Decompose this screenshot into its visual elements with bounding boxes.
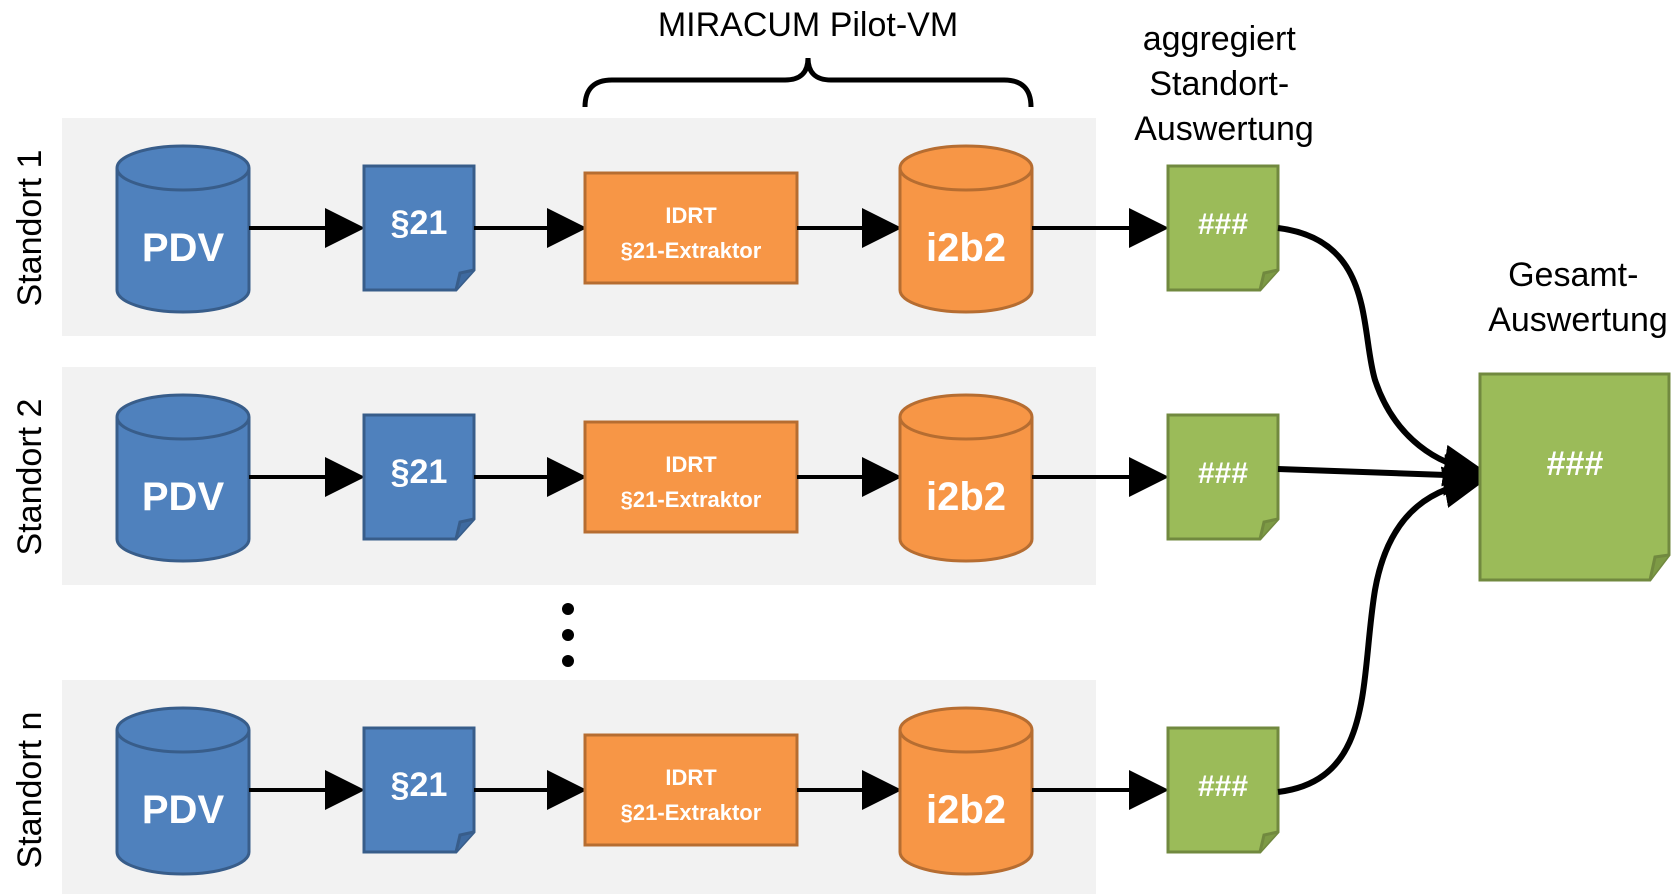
idrt-label-line-2: §21-Extraktor: [621, 487, 762, 512]
section21-document: §21: [362, 164, 476, 292]
pdv-label: PDV: [142, 226, 225, 270]
ellipsis-dots: [562, 603, 574, 667]
idrt-extractor-box: IDRT §21-Extraktor: [583, 171, 799, 285]
site-result-document: ###: [1166, 413, 1280, 541]
site-row-2: Standort 2 PDV §21 IDRT §21-Extraktor i2b2 ###: [11, 367, 1280, 585]
merge-arrow-2: [1277, 453, 1486, 496]
idrt-label-line-1: IDRT: [665, 765, 717, 790]
i2b2-database: i2b2: [898, 144, 1034, 314]
total-label-line-2: Auswertung: [1488, 301, 1668, 339]
section21-label: §21: [391, 204, 448, 242]
merge-arrows: [1277, 225, 1486, 795]
site-label: Standort n: [11, 712, 49, 869]
aggregate-label-line-1: aggregiert: [1143, 20, 1297, 58]
idrt-extractor-box: IDRT §21-Extraktor: [583, 420, 799, 534]
vm-brace: [582, 57, 1034, 108]
i2b2-database: i2b2: [898, 706, 1034, 876]
section21-label: §21: [391, 453, 448, 491]
aggregate-label-line-2: Standort-: [1149, 65, 1289, 103]
section21-label: §21: [391, 766, 448, 804]
idrt-label-line-1: IDRT: [665, 203, 717, 228]
pdv-database: PDV: [115, 706, 251, 876]
idrt-extractor-box: IDRT §21-Extraktor: [583, 733, 799, 847]
section21-document: §21: [362, 413, 476, 541]
vm-label: MIRACUM Pilot-VM: [658, 6, 958, 44]
total-result: ###: [1547, 445, 1604, 483]
pdv-label: PDV: [142, 788, 225, 832]
merge-arrow-1: [1277, 225, 1486, 487]
site-result-document: ###: [1166, 164, 1280, 292]
total-document: ###: [1478, 372, 1671, 582]
pdv-database: PDV: [115, 393, 251, 563]
site-result-label: ###: [1198, 457, 1248, 490]
section21-document: §21: [362, 726, 476, 854]
aggregate-label: aggregiert Standort- Auswertung: [1134, 20, 1314, 148]
total-label: Gesamt- Auswertung: [1488, 256, 1668, 339]
site-result-document: ###: [1166, 726, 1280, 854]
site-row-3: Standort n PDV §21 IDRT §21-Extraktor i2b2 ###: [11, 680, 1280, 894]
merge-arrow-3: [1277, 466, 1486, 795]
pdv-label: PDV: [142, 475, 225, 519]
idrt-label-line-2: §21-Extraktor: [621, 800, 762, 825]
idrt-label-line-2: §21-Extraktor: [621, 238, 762, 263]
i2b2-label: i2b2: [926, 226, 1006, 270]
i2b2-label: i2b2: [926, 788, 1006, 832]
idrt-label-line-1: IDRT: [665, 452, 717, 477]
site-label: Standort 2: [11, 399, 49, 556]
site-result-label: ###: [1198, 770, 1248, 803]
i2b2-label: i2b2: [926, 475, 1006, 519]
site-row-1: Standort 1 PDV §21 IDRT §21-Extraktor i2b2 ###: [11, 118, 1280, 336]
total-label-line-1: Gesamt-: [1508, 256, 1638, 294]
site-label: Standort 1: [11, 150, 49, 307]
i2b2-database: i2b2: [898, 393, 1034, 563]
site-result-label: ###: [1198, 208, 1248, 241]
aggregate-label-line-3: Auswertung: [1134, 110, 1314, 148]
pdv-database: PDV: [115, 144, 251, 314]
